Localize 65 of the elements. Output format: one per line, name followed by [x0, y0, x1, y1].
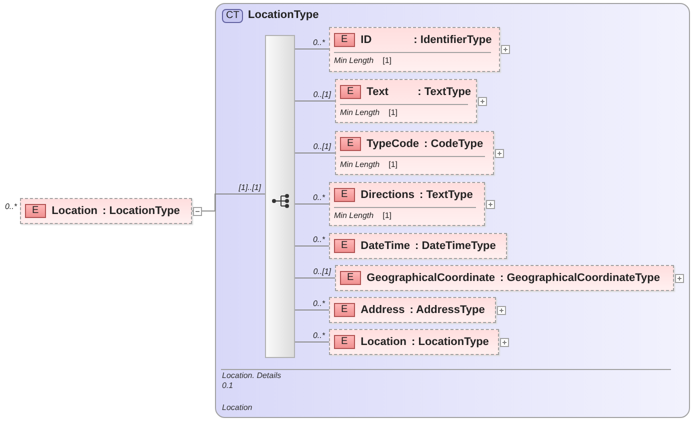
annotation-text: Location. Details [222, 371, 282, 380]
element-box [329, 27, 500, 72]
element-badge: E [340, 137, 361, 151]
complex-type-badge: CT [222, 9, 244, 23]
element-box [329, 329, 499, 355]
element-box [329, 233, 507, 259]
element-badge: E [334, 188, 355, 202]
type-name: : TextType [419, 189, 473, 201]
element-box [20, 198, 192, 224]
element-name: Address [360, 304, 405, 316]
element-badge: E [340, 85, 361, 99]
element-box [329, 297, 496, 323]
connector-line [294, 152, 336, 154]
type-name: : DateTimeType [415, 240, 496, 252]
type-name: : TextType [418, 86, 472, 98]
multiplicity-label: 0..[1] [312, 142, 332, 151]
annotation-text: 0.1 [222, 381, 234, 390]
multiplicity-label: 0..* [312, 235, 326, 244]
multiplicity-label: 0..[1] [312, 90, 332, 99]
multiplicity-label: 0..* [4, 202, 17, 211]
connector-line [294, 100, 336, 102]
element-badge: E [25, 204, 46, 218]
element-name: ID [360, 34, 373, 46]
type-title: LocationType [248, 9, 319, 21]
element-name: DateTime [360, 240, 410, 252]
type-name: : LocationType [102, 205, 180, 217]
sequence-bar [265, 35, 295, 358]
element-name: TypeCode [366, 138, 420, 150]
facet-label: Min Length [340, 108, 380, 117]
multiplicity-label: 0..* [312, 331, 326, 340]
element-box [335, 265, 674, 291]
element-name: GeographicalCoordinate [366, 272, 496, 284]
type-name: : GeographicalCoordinateType [500, 272, 660, 284]
multiplicity-label: [1]..[1] [238, 183, 262, 192]
facet-label: Min Length [334, 56, 374, 65]
element-badge: E [340, 271, 361, 285]
facet-value: [1] [382, 56, 392, 65]
connector-line [192, 194, 266, 212]
element-badge: E [334, 303, 355, 317]
element-name: Location [360, 336, 407, 348]
facet-label: Min Length [334, 211, 374, 220]
type-name: : AddressType [410, 304, 485, 316]
element-name: Directions [360, 189, 414, 201]
element-name: Location [52, 205, 98, 217]
element-badge: E [334, 335, 355, 349]
facet-value: [1] [388, 108, 398, 117]
element-box [335, 131, 494, 175]
type-name: : IdentifierType [414, 34, 492, 46]
element-badge: E [334, 239, 355, 253]
type-name: : LocationType [412, 336, 489, 348]
element-name: Text [366, 86, 390, 98]
connector-line [294, 48, 330, 50]
complex-type-panel [215, 3, 690, 418]
element-box [335, 79, 477, 123]
multiplicity-label: 0..* [312, 193, 326, 202]
element-badge: E [334, 33, 355, 47]
multiplicity-label: 0..[1] [312, 267, 332, 276]
annotation-text: Location [222, 403, 252, 412]
multiplicity-label: 0..* [312, 38, 326, 47]
type-name: : CodeType [424, 138, 484, 150]
facet-value: [1] [382, 211, 392, 220]
facet-label: Min Length [340, 160, 380, 169]
multiplicity-label: 0..* [312, 299, 326, 308]
facet-value: [1] [388, 160, 398, 169]
element-box [329, 182, 485, 226]
